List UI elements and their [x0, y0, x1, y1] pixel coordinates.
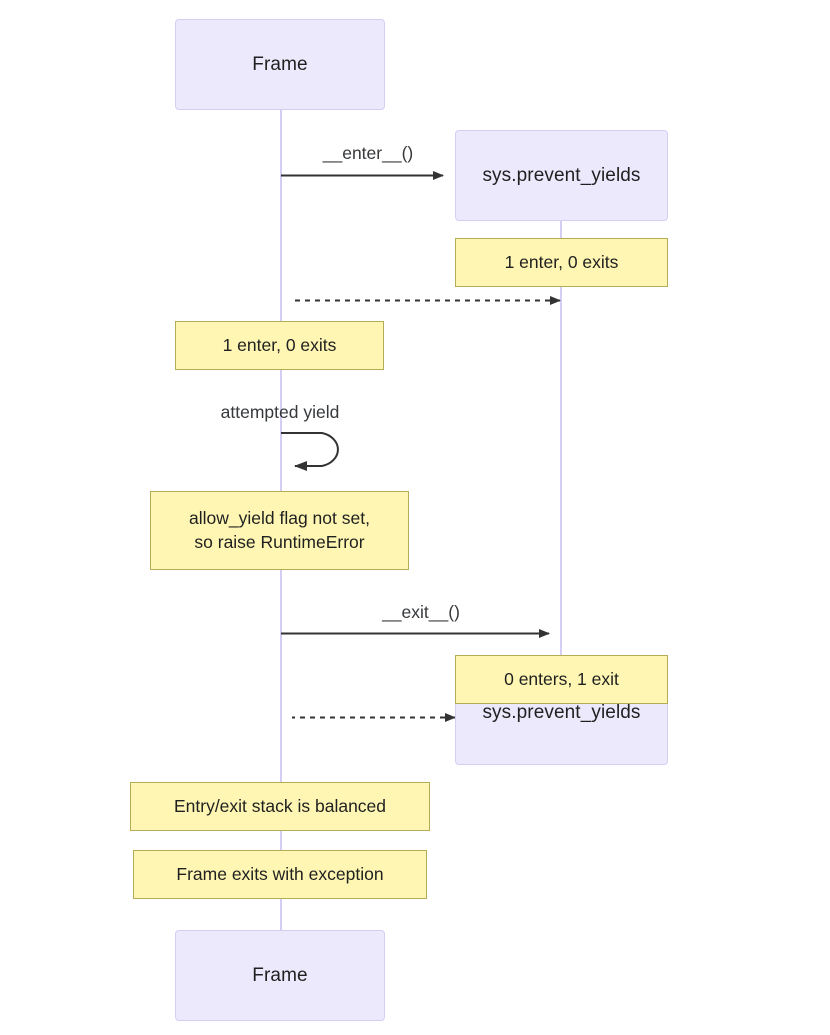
participant-label-frame-bottom: Frame	[252, 964, 308, 986]
participant-box-frame-top[interactable]: Frame	[175, 19, 385, 110]
message-label-attempted-yield: attempted yield	[220, 402, 340, 422]
message-label-exit: __exit__()	[382, 602, 460, 622]
note-stack-balanced: Entry/exit stack is balanced	[130, 782, 430, 831]
note-sys-exit-count: 0 enters, 1 exit	[455, 655, 668, 704]
participant-label-frame-top: Frame	[252, 53, 308, 75]
note-frame-exits-with-exception: Frame exits with exception	[133, 850, 427, 899]
message-label-enter: __enter__()	[322, 143, 414, 163]
participant-box-frame-bottom[interactable]: Frame	[175, 930, 385, 1021]
participant-box-sys-prevent-yields-top[interactable]: sys.prevent_yields	[455, 130, 668, 221]
note-sys-enter-count: 1 enter, 0 exits	[455, 238, 668, 287]
participant-label-sys-prevent-yields-top: sys.prevent_yields	[482, 164, 641, 186]
note-frame-enter-count: 1 enter, 0 exits	[175, 321, 384, 370]
message-arrow-self-loop-attempted-yield	[281, 432, 339, 471]
lifeline-sys-prevent-yields	[560, 220, 562, 657]
note-allow-yield-flag: allow_yield flag not set, so raise Runti…	[150, 491, 409, 570]
participant-label-sys-prevent-yields-bottom: sys.prevent_yields	[482, 702, 641, 723]
